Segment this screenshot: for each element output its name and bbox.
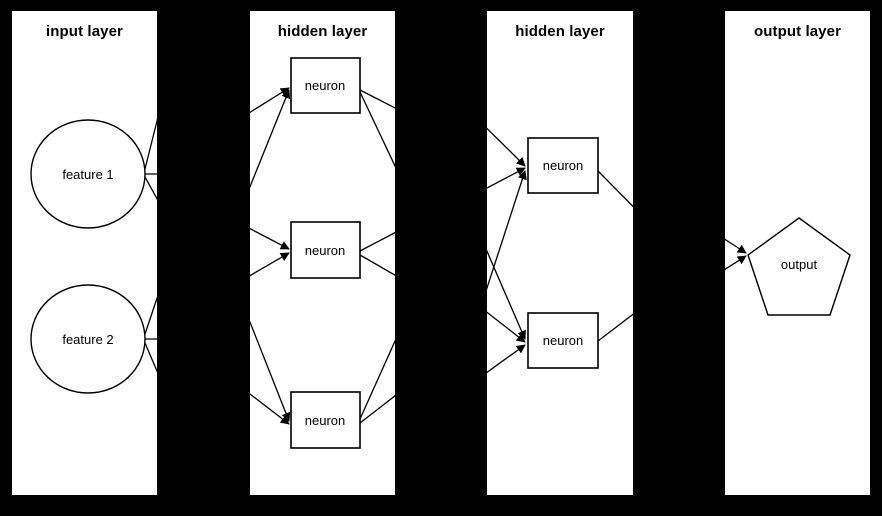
h1-neuron-2-label: neuron <box>305 243 345 258</box>
node-feature-2[interactable]: feature 2 <box>30 284 146 394</box>
feature-2-label: feature 2 <box>62 332 113 347</box>
h2-neuron-1-box[interactable] <box>527 137 599 194</box>
input-layer-graphics: feature 1 feature 2 <box>30 118 157 394</box>
edges-from-feature-1 <box>144 118 157 201</box>
h1-neuron-3-box[interactable] <box>290 391 361 449</box>
node-h1-neuron-3[interactable]: neuron <box>290 391 361 449</box>
edges-out-h2-neuron-1 <box>597 170 633 208</box>
edges-into-h1-neuron-3 <box>250 320 291 425</box>
panel-input-layer: input layer feature 1 <box>12 11 157 495</box>
h2-neuron-1-label: neuron <box>543 158 583 173</box>
edges-from-feature-2 <box>144 296 157 373</box>
node-h1-neuron-2[interactable]: neuron <box>290 221 361 279</box>
panel-output-layer: output layer output <box>725 11 870 495</box>
hidden-layer-2-graphics: neuron neuron <box>487 127 633 374</box>
h1-neuron-1-box[interactable] <box>290 57 361 114</box>
panel-hidden-layer-1: hidden layer <box>250 11 395 495</box>
panel-title-hidden-layer-1: hidden layer <box>277 23 368 40</box>
node-output[interactable]: output <box>747 217 851 316</box>
h1-neuron-2-box[interactable] <box>290 221 361 279</box>
h2-neuron-2-box[interactable] <box>527 312 599 369</box>
hidden-layer-1-graphics: neuron neuron neuron <box>250 57 395 449</box>
edges-out-h1-neuron-1 <box>359 89 395 168</box>
edges-into-h2-neuron-2 <box>487 249 526 374</box>
output-pentagon[interactable] <box>747 217 851 316</box>
edges-into-h1-neuron-2 <box>250 227 290 277</box>
feature-2-ellipse[interactable] <box>30 284 146 394</box>
node-h2-neuron-1[interactable]: neuron <box>527 137 599 194</box>
output-label: output <box>781 257 818 272</box>
feature-1-ellipse[interactable] <box>30 119 146 229</box>
edges-into-h2-neuron-1 <box>487 127 527 291</box>
edges-out-h1-neuron-3 <box>359 339 395 424</box>
output-layer-graphics: output <box>725 217 851 316</box>
edges-out-h2-neuron-2 <box>597 313 633 342</box>
h2-neuron-2-label: neuron <box>543 333 583 348</box>
panel-title-output-layer: output layer <box>753 23 842 40</box>
h1-neuron-1-label: neuron <box>305 78 345 93</box>
edges-out-h1-neuron-2 <box>359 231 395 276</box>
feature-1-label: feature 1 <box>62 167 113 182</box>
edges-into-output-node <box>725 238 747 271</box>
panel-title-hidden-layer-2: hidden layer <box>515 23 605 40</box>
h1-neuron-3-label: neuron <box>305 413 345 428</box>
node-h2-neuron-2[interactable]: neuron <box>527 312 599 369</box>
node-h1-neuron-1[interactable]: neuron <box>290 57 361 114</box>
edges-into-h1-neuron-1 <box>250 87 291 189</box>
node-feature-1[interactable]: feature 1 <box>30 119 146 229</box>
panel-title-input-layer: input layer <box>46 23 123 40</box>
panel-hidden-layer-2: hidden layer <box>487 11 633 495</box>
